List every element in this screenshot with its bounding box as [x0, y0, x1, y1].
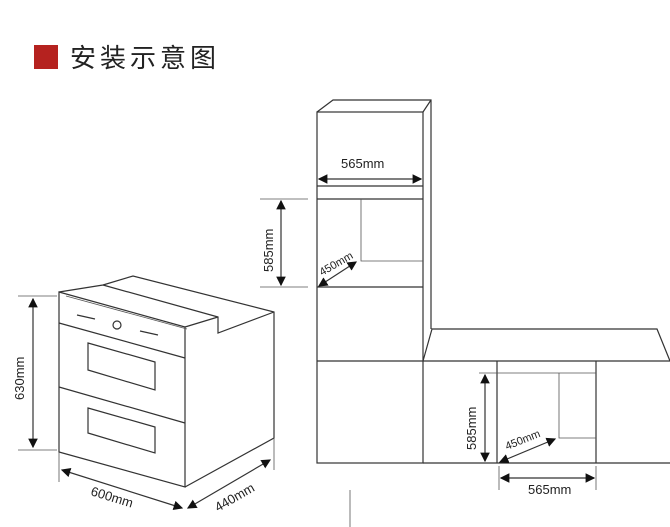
base-cabinet-drawing: 585mm 450mm 565mm [422, 328, 670, 497]
base-depth-label: 450mm [504, 428, 543, 453]
tall-cabinet-drawing: 565mm 585mm 450mm [260, 99, 432, 464]
title-marker-square [34, 44, 58, 69]
lower-window [87, 407, 156, 454]
base-width-label: 565mm [528, 482, 571, 497]
tall-height-label: 585mm [261, 229, 276, 272]
page-title: 安装示意图 [70, 44, 221, 74]
section-header: 安装示意图 [34, 38, 220, 75]
oven-drawing: 630mm 600mm 440mm [12, 275, 275, 515]
control-knob [112, 320, 122, 330]
oven-width-arrow [60, 467, 184, 511]
base-depth-arrow [498, 437, 557, 464]
oven-depth-label: 440mm [212, 480, 257, 515]
oven-width-label: 600mm [89, 484, 135, 511]
oven-depth-arrow [186, 459, 272, 509]
tall-depth-arrow [317, 261, 358, 287]
tall-width-label: 565mm [341, 156, 384, 171]
base-height-label: 585mm [464, 407, 479, 450]
oven-height-label: 630mm [12, 357, 27, 400]
upper-window [87, 342, 156, 391]
